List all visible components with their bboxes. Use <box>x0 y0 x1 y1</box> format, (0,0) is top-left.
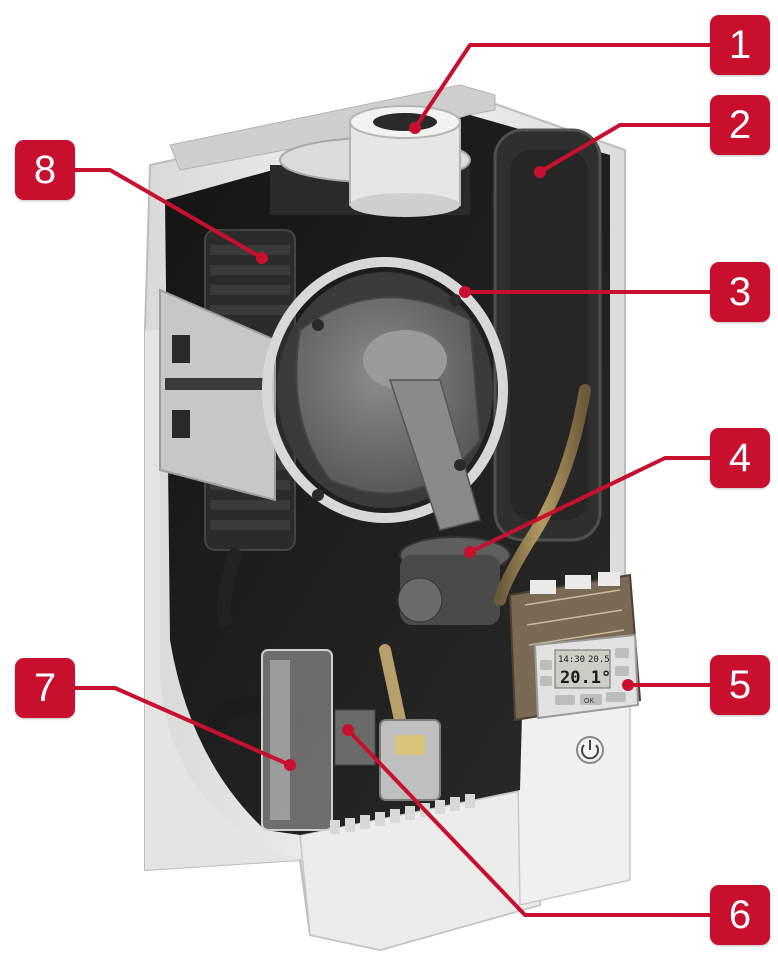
side-bracket <box>159 288 276 502</box>
callout-2: 2 <box>710 95 770 155</box>
expansion-vessel <box>493 128 602 542</box>
panel-ok-button[interactable] <box>580 694 602 705</box>
control-panel: 14:30 20.5 20.1° OK <box>533 633 640 764</box>
leader-dots <box>256 122 634 771</box>
callout-7: 7 <box>15 658 75 718</box>
leader-lines <box>73 43 714 917</box>
ok-label: OK <box>584 698 594 705</box>
leader-line-8 <box>73 168 264 260</box>
panel-button-reset[interactable] <box>606 692 626 702</box>
panel-button-left-down[interactable] <box>540 676 552 686</box>
callout-3: 3 <box>710 262 770 322</box>
flue-connector <box>270 105 471 217</box>
panel-button-left-up[interactable] <box>540 660 552 670</box>
panel-button-down[interactable] <box>615 666 629 676</box>
callout-6: 6 <box>710 885 770 945</box>
callout-4: 4 <box>710 428 770 488</box>
leader-line-7 <box>73 686 292 767</box>
panel-button-mode[interactable] <box>555 695 575 705</box>
leader-line-1 <box>413 43 714 130</box>
leader-line-6 <box>346 728 714 917</box>
callout-5: 5 <box>710 655 770 715</box>
leader-line-4 <box>468 456 714 554</box>
display-date: 20.5 <box>588 655 610 665</box>
display-temperature: 20.1° <box>560 668 611 688</box>
panel-button-up[interactable] <box>615 648 629 658</box>
hydraulic-block <box>261 649 333 831</box>
circulation-pump <box>397 536 511 625</box>
callout-1: 1 <box>710 15 770 75</box>
leader-line-2 <box>538 123 714 174</box>
display-time: 14:30 <box>558 655 585 665</box>
callout-8: 8 <box>15 140 75 200</box>
burner-fan-assembly <box>262 257 508 531</box>
power-icon <box>581 744 599 760</box>
